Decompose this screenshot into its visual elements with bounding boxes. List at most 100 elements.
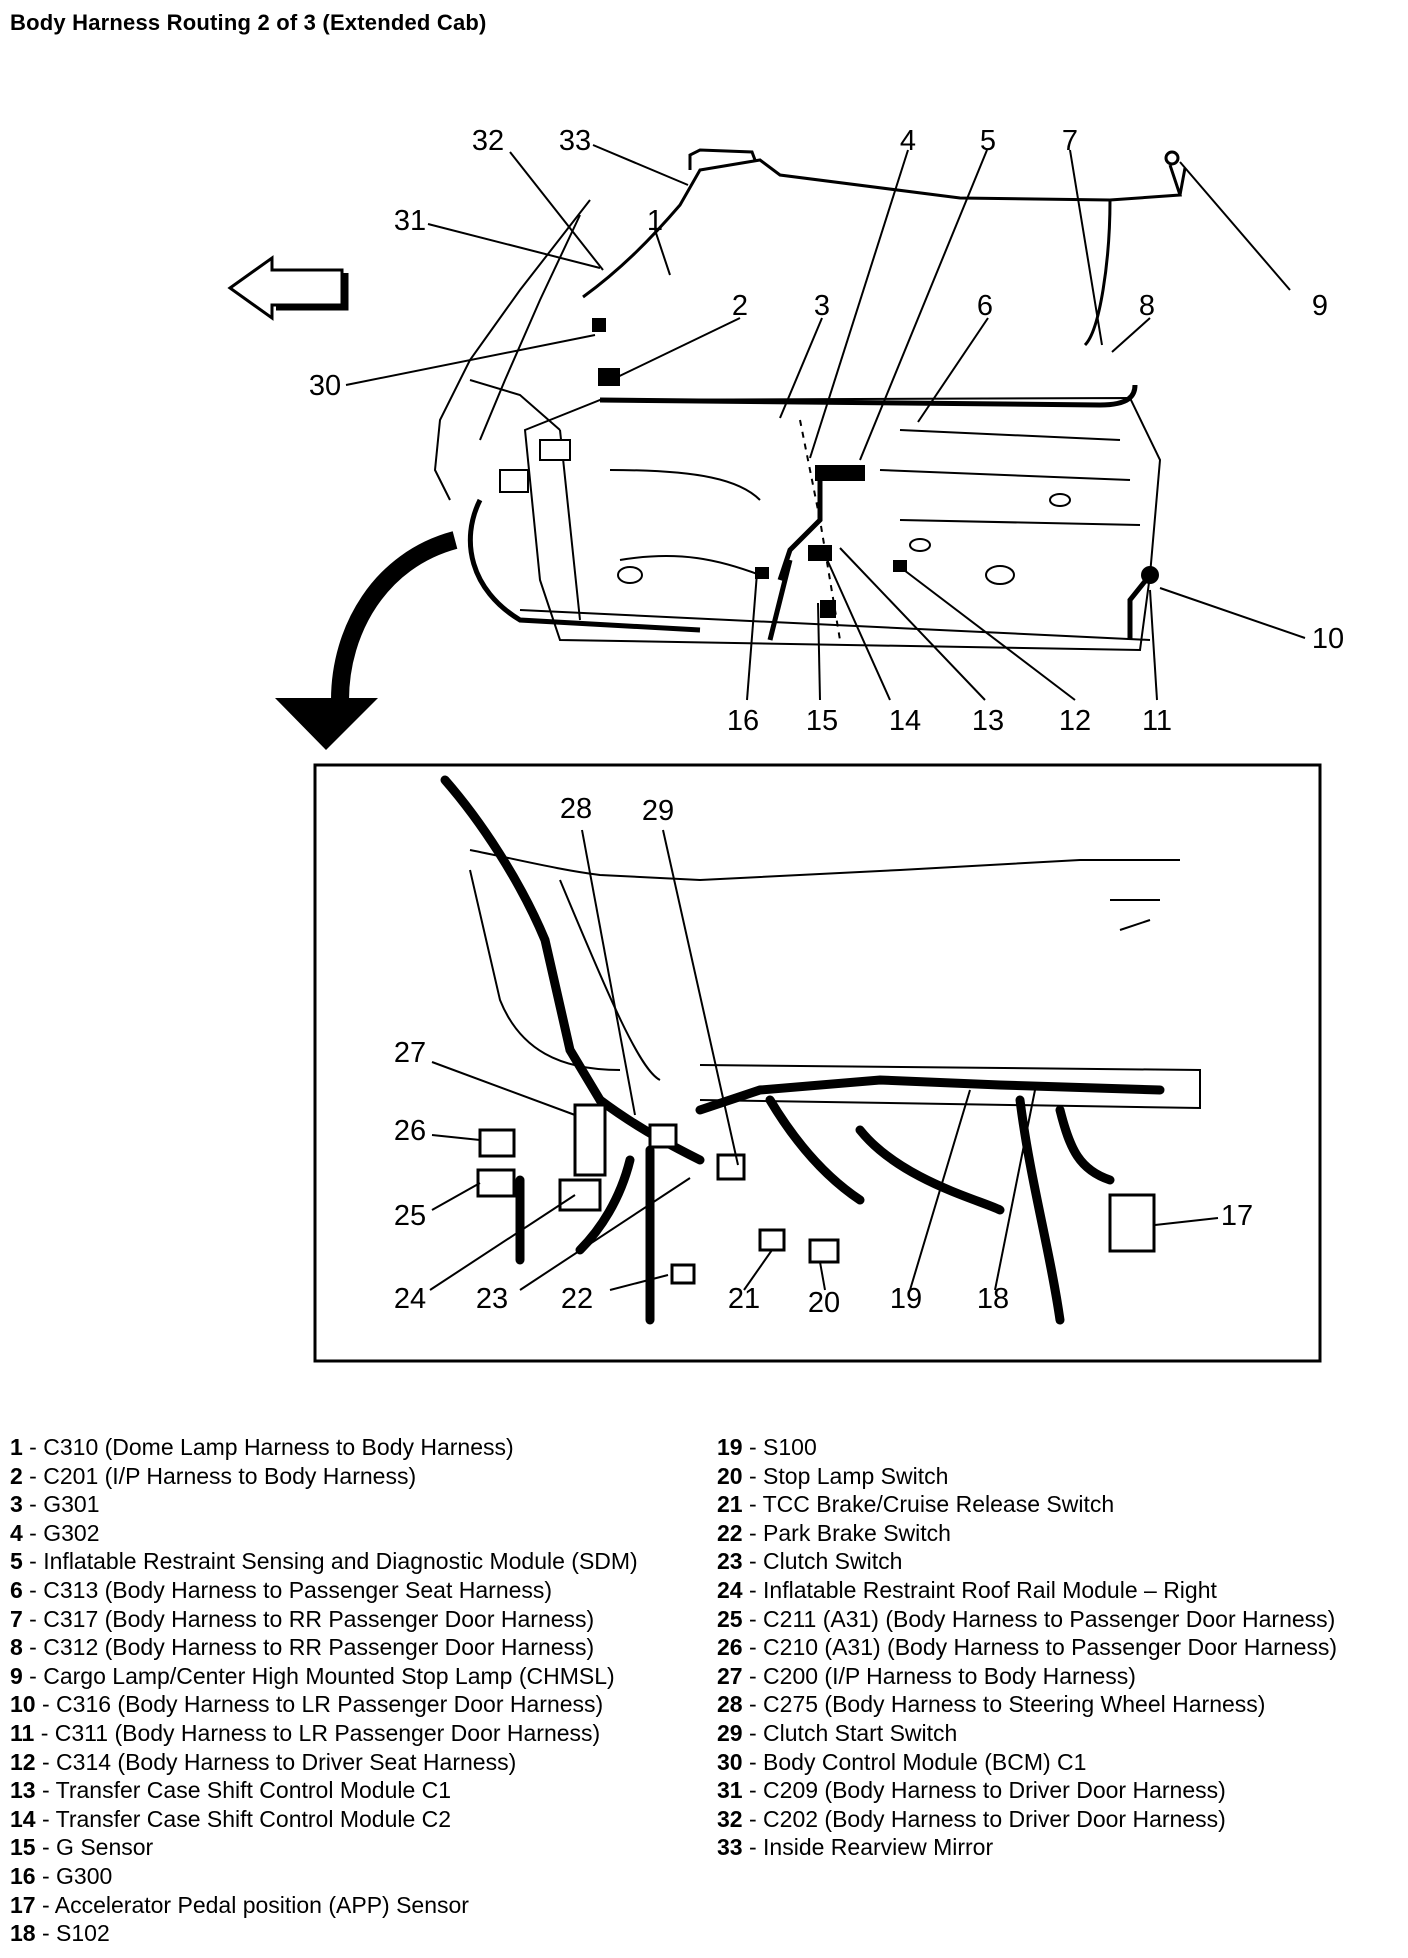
legend-item-23: 23 - Clutch Switch [717,1547,1337,1576]
legend-number: 12 [10,1748,36,1775]
legend-separator: - [742,1519,764,1546]
legend-number: 14 [10,1805,36,1832]
legend-separator: - [22,1434,44,1460]
legend-item-5: 5 - Inflatable Restraint Sensing and Dia… [10,1547,638,1576]
legend-description: Inflatable Restraint Sensing and Diagnos… [43,1548,638,1575]
legend-description: Inside Rearview Mirror [763,1834,994,1861]
legend-separator: - [742,1834,764,1861]
legend-number: 5 [10,1548,23,1575]
legend-description: Accelerator Pedal position (APP) Sensor [54,1891,469,1918]
callout-29: 29 [642,795,674,827]
legend-item-32: 32 - C202 (Body Harness to Driver Door H… [717,1805,1337,1834]
legend-description: C314 (Body Harness to Driver Seat Harnes… [56,1748,517,1775]
legend-separator: - [742,1576,764,1603]
legend-separator: - [742,1605,764,1632]
legend-separator: - [742,1748,764,1775]
callout-17: 17 [1221,1200,1253,1232]
floor-connectors [592,318,1159,618]
callout-15: 15 [806,705,838,737]
legend-description: Park Brake Switch [763,1519,951,1546]
legend-number: 11 [10,1719,35,1746]
callout-12: 12 [1059,705,1091,737]
callout-26: 26 [394,1115,426,1147]
legend-description: S100 [763,1434,817,1460]
legend-item-20: 20 - Stop Lamp Switch [717,1462,1337,1491]
front-arrow-icon [227,255,349,321]
callout-27: 27 [394,1037,426,1069]
leader-lines-detail [429,829,1219,1291]
legend-description: Inflatable Restraint Roof Rail Module – … [763,1576,1217,1603]
callout-19: 19 [890,1283,922,1315]
callout-7: 7 [1062,125,1078,157]
legend-separator: - [35,1834,57,1861]
legend-number: 6 [10,1576,23,1603]
legend-item-15: 15 - G Sensor [10,1833,638,1862]
legend-separator: - [22,1576,44,1603]
callout-32: 32 [472,125,504,157]
callout-21: 21 [728,1283,760,1315]
legend-description: C316 (Body Harness to LR Passenger Door … [56,1691,604,1718]
callout-25: 25 [394,1200,426,1232]
legend-number: 19 [717,1434,743,1460]
legend-number: 8 [10,1634,23,1661]
legend-item-27: 27 - C200 (I/P Harness to Body Harness) [717,1662,1337,1691]
legend-item-31: 31 - C209 (Body Harness to Driver Door H… [717,1776,1337,1805]
legend-number: 25 [717,1605,743,1632]
legend-number: 23 [717,1548,743,1575]
legend-description: Transfer Case Shift Control Module C2 [55,1805,452,1832]
callout-4: 4 [900,125,916,157]
legend-description: Clutch Switch [763,1548,903,1575]
legend-description: C313 (Body Harness to Passenger Seat Har… [43,1576,553,1603]
legend-separator: - [742,1462,764,1489]
legend-number: 20 [717,1462,743,1489]
legend-description: TCC Brake/Cruise Release Switch [762,1491,1115,1518]
legend-separator: - [22,1491,44,1518]
callout-5: 5 [980,125,996,157]
legend-item-17: 17 - Accelerator Pedal position (APP) Se… [10,1891,638,1920]
legend-separator: - [22,1519,44,1546]
callout-9: 9 [1312,290,1328,322]
legend-number: 10 [10,1691,36,1718]
legend-separator: - [35,1920,57,1947]
callout-18: 18 [977,1283,1009,1315]
legend-number: 13 [10,1777,36,1804]
legend-number: 3 [10,1491,23,1518]
legend-separator: - [22,1462,44,1489]
callout-11: 11 [1142,705,1172,737]
legend-description: C310 (Dome Lamp Harness to Body Harness) [43,1434,514,1460]
legend-left: 1 - C310 (Dome Lamp Harness to Body Harn… [10,1433,638,1948]
callout-23: 23 [476,1283,508,1315]
legend-separator: - [742,1548,764,1575]
legend-separator: - [22,1548,44,1575]
legend-item-10: 10 - C316 (Body Harness to LR Passenger … [10,1690,638,1719]
legend-description: C311 (Body Harness to LR Passenger Door … [54,1719,601,1746]
callout-28: 28 [560,793,592,825]
legend-description: C211 (A31) (Body Harness to Passenger Do… [763,1605,1336,1632]
legend-separator: - [22,1634,44,1661]
legend-separator: - [35,1777,56,1804]
legend-item-7: 7 - C317 (Body Harness to RR Passenger D… [10,1605,638,1634]
legend-item-29: 29 - Clutch Start Switch [717,1719,1337,1748]
legend-description: Transfer Case Shift Control Module C1 [55,1777,452,1804]
callout-6: 6 [977,290,993,322]
legend-description: G301 [43,1491,100,1518]
legend-description: Stop Lamp Switch [763,1462,949,1489]
legend-description: C275 (Body Harness to Steering Wheel Har… [763,1691,1266,1718]
legend-number: 18 [10,1920,36,1947]
legend-separator: - [22,1605,44,1632]
legend-number: 22 [717,1519,743,1546]
legend-number: 17 [10,1891,36,1918]
legend-number: 16 [10,1862,36,1889]
legend-item-26: 26 - C210 (A31) (Body Harness to Passeng… [717,1633,1337,1662]
legend-description: G300 [56,1862,113,1889]
callout-14: 14 [889,705,921,737]
legend-number: 2 [10,1462,23,1489]
legend-number: 7 [10,1605,23,1632]
callout-20: 20 [808,1287,840,1319]
legend-number: 1 [10,1434,23,1460]
callout-8: 8 [1139,290,1155,322]
legend-description: Clutch Start Switch [763,1719,958,1746]
callout-24: 24 [394,1283,426,1315]
